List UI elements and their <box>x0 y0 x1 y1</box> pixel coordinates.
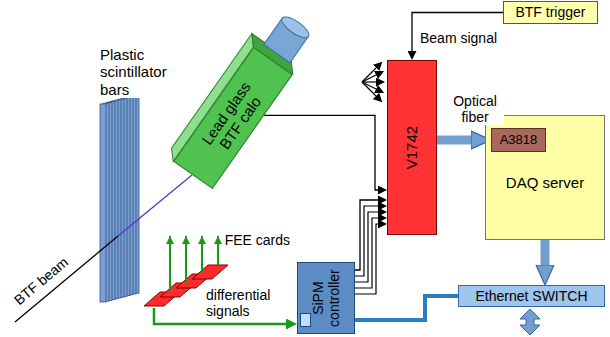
scintillator-bars <box>100 95 139 302</box>
node-label: Ethernet SWITCH <box>475 288 587 304</box>
fee-signal-arrow <box>201 236 203 274</box>
switch-box: Ethernet SWITCH <box>458 285 605 307</box>
calorimeter-body <box>166 4 319 189</box>
connector <box>355 200 378 270</box>
connector <box>437 136 471 145</box>
node-label: BTF trigger <box>515 4 585 20</box>
edge-label: Beam signal <box>420 30 510 46</box>
scintillator-bar <box>100 104 106 302</box>
digitizer-box: V1742 <box>387 60 437 235</box>
controller-port <box>300 313 311 327</box>
edge-label: differential signals <box>206 287 294 319</box>
signal-wire <box>355 218 378 288</box>
beam-line <box>15 175 192 322</box>
pci-card-box: A3818 <box>491 128 546 152</box>
trigger-box: BTF trigger <box>503 1 598 24</box>
input-fan-arrows <box>362 68 376 96</box>
connector <box>264 115 378 190</box>
node-label: SiPM controller <box>310 263 342 333</box>
signal-wire <box>355 206 378 276</box>
node-label: FEE cards <box>225 232 290 248</box>
signal-wires <box>355 206 378 294</box>
fee-signal-arrow <box>169 236 171 292</box>
controller-box: SiPM controller <box>297 262 355 334</box>
node-label: A3818 <box>500 133 538 148</box>
fee-signal-arrow <box>185 236 187 283</box>
server-box: DAQ server A3818 <box>485 115 605 240</box>
beam-label: BTF beam <box>11 254 72 309</box>
fee-signal-arrow <box>217 236 219 265</box>
edge-label: Optical fiber <box>446 93 504 125</box>
node-label: V1742 <box>403 126 420 169</box>
signal-wire <box>355 224 378 294</box>
part-label: Plastic scintillator bars <box>100 46 184 98</box>
node-label: DAQ server <box>506 174 584 191</box>
connector <box>355 296 458 320</box>
signal-wire <box>355 212 378 282</box>
calorimeter-box: Lead glassBTF calo <box>173 47 293 189</box>
network-double-arrow <box>520 309 540 335</box>
connector <box>541 240 550 265</box>
fee-card <box>192 265 228 279</box>
